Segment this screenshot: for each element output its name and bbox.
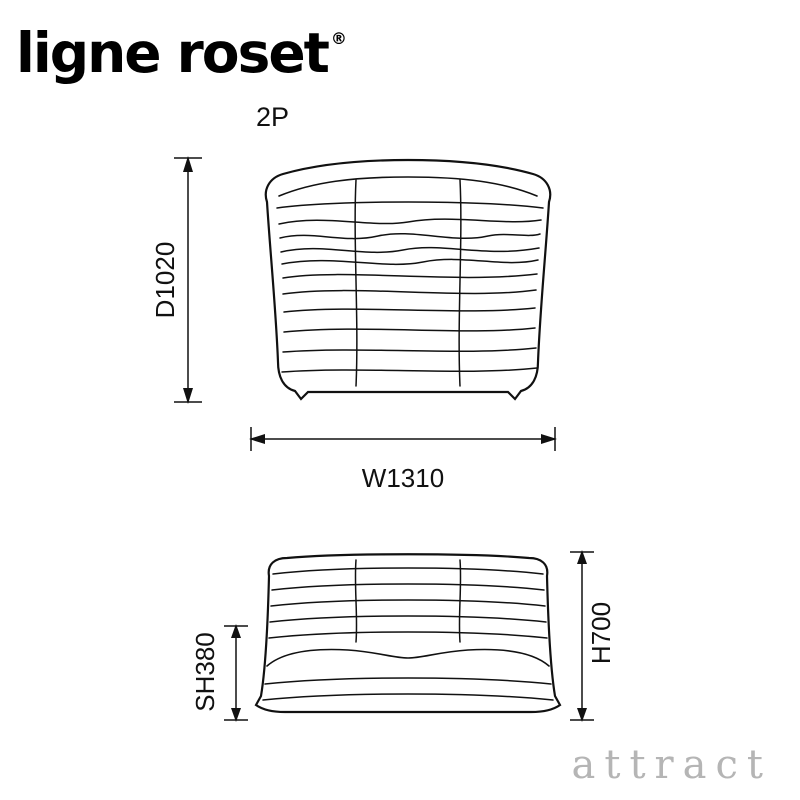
product-variant-label: 2P bbox=[256, 102, 290, 132]
front-lower-channel-lines bbox=[262, 677, 554, 701]
dimension-label-depth: D1020 bbox=[150, 241, 180, 319]
dimension-line-width bbox=[249, 427, 557, 451]
plan-seam-lines bbox=[354, 179, 462, 387]
registered-trademark-symbol: ® bbox=[330, 29, 347, 48]
arrowhead-left-icon bbox=[249, 434, 265, 444]
front-seat-cushion-line bbox=[266, 648, 550, 667]
brand-logo-text: ligne roset bbox=[16, 21, 330, 85]
dimension-label-width: W1310 bbox=[361, 463, 445, 493]
dimension-line-depth bbox=[174, 156, 202, 404]
sofa-plan-view bbox=[264, 158, 552, 401]
front-channel-lines bbox=[268, 567, 548, 639]
dimension-label-seat-height: SH380 bbox=[190, 632, 220, 712]
arrowhead-down-icon bbox=[231, 708, 241, 722]
dimension-line-seat-height bbox=[224, 624, 248, 722]
brand-logo: ligne roset® bbox=[16, 26, 347, 81]
front-outline bbox=[254, 553, 562, 714]
arrowhead-up-icon bbox=[231, 624, 241, 638]
dimension-line-height bbox=[570, 550, 594, 722]
front-seam-lines bbox=[354, 559, 462, 643]
arrowhead-down-icon bbox=[183, 388, 193, 404]
dimension-label-height: H700 bbox=[586, 601, 616, 665]
arrowhead-up-icon bbox=[183, 156, 193, 172]
arrowhead-down-icon bbox=[577, 708, 587, 722]
plan-channel-lines bbox=[276, 201, 544, 373]
plan-back-roll-line bbox=[278, 176, 538, 197]
sofa-front-view bbox=[254, 553, 562, 714]
plan-outline bbox=[264, 158, 552, 401]
arrowhead-up-icon bbox=[577, 550, 587, 564]
arrowhead-right-icon bbox=[541, 434, 557, 444]
watermark-text: attract bbox=[571, 742, 772, 788]
